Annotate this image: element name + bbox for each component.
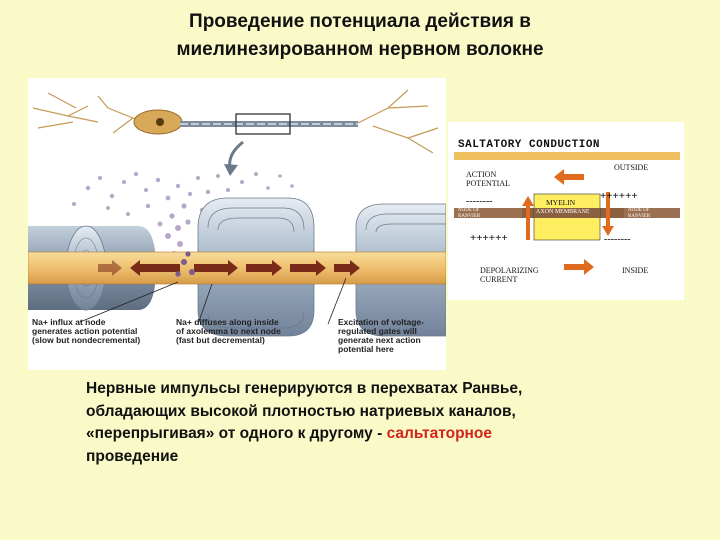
label-node-left: NODE OF RANVIER xyxy=(458,208,481,219)
nucleus xyxy=(156,118,164,126)
caption-excitation: Excitation of voltage- regulated gates w… xyxy=(338,317,424,354)
body-line-3: «перепрыгивая» от одного к другому - сал… xyxy=(86,425,492,442)
label-myelin: MYELIN xyxy=(546,198,576,207)
up-arrow-icon xyxy=(522,196,534,240)
label-plus-bottom: ++++++ xyxy=(470,232,508,244)
description-paragraph: Нервные импульсы генерируются в перехват… xyxy=(86,378,666,468)
node-left-band xyxy=(454,208,522,218)
depolarizing-arrow-icon xyxy=(564,259,594,275)
title-line-2: миелинезированном нервном волокне xyxy=(176,39,544,60)
zoom-arrowhead-icon xyxy=(224,164,238,176)
label-node-right: NODE OF RANVIER xyxy=(628,208,651,219)
label-outside: OUTSIDE xyxy=(614,163,649,172)
saltatory-drawing xyxy=(454,152,680,275)
caption-pointers xyxy=(79,277,347,325)
body-line-2: обладающих высокой плотностью натриевых … xyxy=(86,402,516,420)
label-action-potential: ACTION POTENTIAL xyxy=(466,170,510,188)
caption-diffusion: Na+ diffuses along inside of axolemma to… xyxy=(176,317,281,345)
down-arrow-icon xyxy=(602,192,614,236)
label-inside: INSIDE xyxy=(622,266,649,275)
axon-drawing xyxy=(27,89,447,337)
saltatory-title: SALTATORY CONDUCTION xyxy=(458,139,601,151)
current-arrows xyxy=(98,260,360,276)
body-line-4: проведение xyxy=(86,447,179,465)
sodium-ions xyxy=(72,171,294,257)
highlight-term: сальтаторное xyxy=(386,425,492,442)
label-depolarizing-current: DEPOLARIZING CURRENT xyxy=(480,266,539,284)
title-line-1: Проведение потенциала действия в xyxy=(189,11,531,32)
label-axon-membrane: AXON MEMBRANE xyxy=(536,209,590,215)
slide-title: Проведение потенциала действия в миелине… xyxy=(100,8,620,64)
node-right-band xyxy=(624,208,680,218)
myelinated-axon-illustration xyxy=(27,78,447,370)
label-plus-top: ++++++ xyxy=(600,190,638,202)
label-minus-bottom: -------- xyxy=(604,234,631,245)
label-minus-top: -------- xyxy=(466,196,493,207)
action-potential-arrow-icon xyxy=(554,169,584,185)
caption-node-influx: Na+ influx at node generates action pote… xyxy=(32,317,141,345)
zoom-box xyxy=(235,113,291,135)
saltatory-diagram xyxy=(448,122,684,300)
node-influx-dots xyxy=(175,251,195,277)
body-line-1: Нервные импульсы генерируются в перехват… xyxy=(86,380,523,397)
title-bar xyxy=(454,152,680,160)
